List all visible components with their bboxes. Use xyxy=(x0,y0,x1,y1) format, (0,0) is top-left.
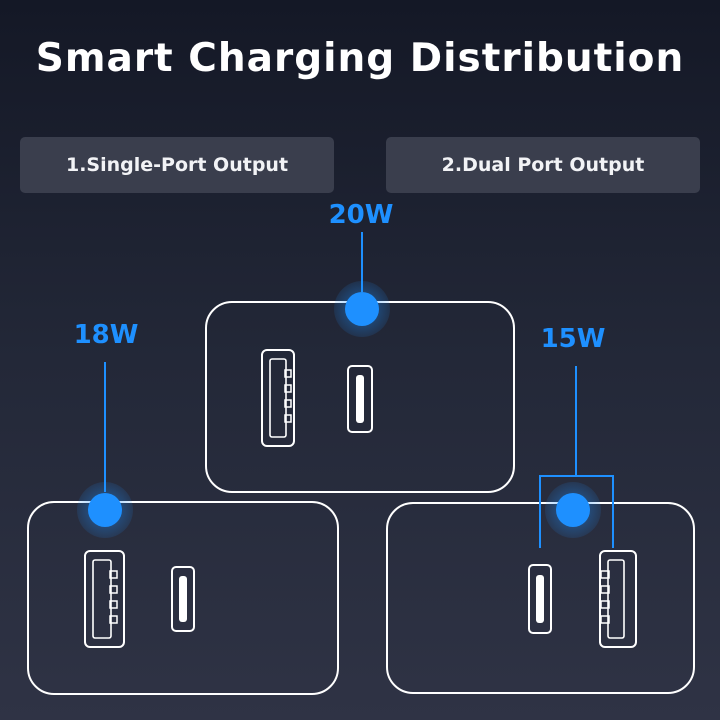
usb-c-port-icon xyxy=(528,564,552,634)
charger-top xyxy=(205,232,515,493)
mode-label-single-port: 1.Single-Port Output xyxy=(20,137,334,193)
usb-a-port-icon xyxy=(84,550,125,648)
page-title: Smart Charging Distribution xyxy=(35,36,685,81)
output-point-icon xyxy=(334,281,390,337)
watt-label-20w: 20W xyxy=(328,200,394,230)
charger-right xyxy=(386,366,695,694)
usb-a-port-icon xyxy=(261,349,295,447)
watt-label-15w: 15W xyxy=(540,324,606,354)
usb-a-port-icon xyxy=(599,550,637,648)
leader-line-15w xyxy=(539,366,614,548)
watt-label-18w: 18W xyxy=(73,320,139,350)
usb-c-port-icon xyxy=(171,566,195,632)
charger-left-outline xyxy=(27,501,339,695)
charger-left xyxy=(27,362,339,695)
usb-c-port-icon xyxy=(347,365,373,433)
mode-label-dual-port: 2.Dual Port Output xyxy=(386,137,700,193)
output-point-icon xyxy=(545,482,601,538)
output-point-icon xyxy=(77,482,133,538)
